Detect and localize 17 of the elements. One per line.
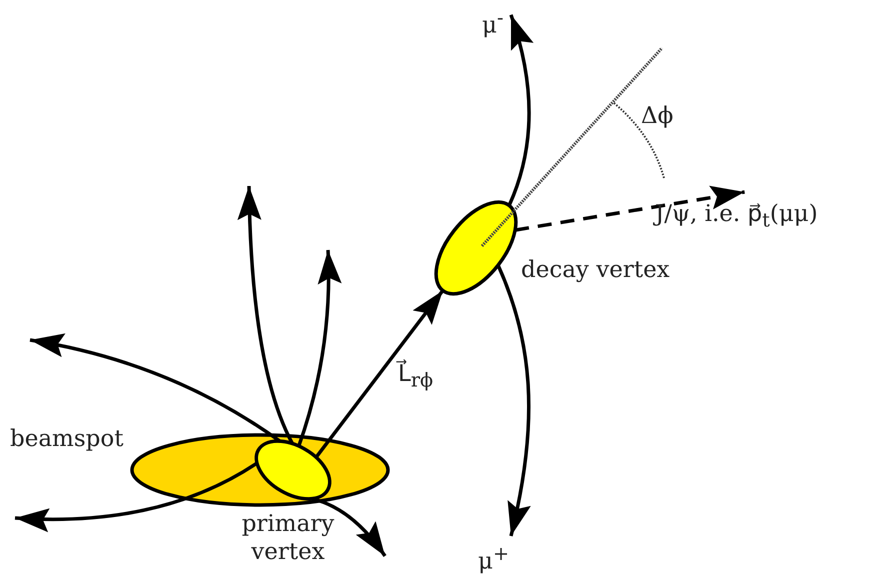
- track-arrow: [297, 250, 342, 447]
- track-arrow: [311, 497, 386, 558]
- particle-label: μ$^{+}$: [478, 540, 510, 576]
- track-arrow: [238, 186, 294, 444]
- particle-label: J/ψ, i.e. p⃗$_{t}$(μμ): [655, 200, 818, 235]
- arrow: [508, 14, 533, 206]
- momentum-arrow: [514, 186, 745, 232]
- vertex-label: beamspot: [10, 425, 124, 453]
- edge-label: L⃗$_{rϕ}$: [398, 360, 434, 394]
- track-arrow: [30, 334, 281, 443]
- angle-label: Δϕ: [641, 102, 674, 130]
- track-arrow: [14, 462, 258, 532]
- particle-label: μ$^{-}$: [482, 4, 504, 40]
- vertex-label: decay vertex: [521, 256, 670, 284]
- arrow: [496, 264, 530, 536]
- vertex-label: primary vertex: [240, 510, 336, 566]
- arrow: [314, 290, 444, 458]
